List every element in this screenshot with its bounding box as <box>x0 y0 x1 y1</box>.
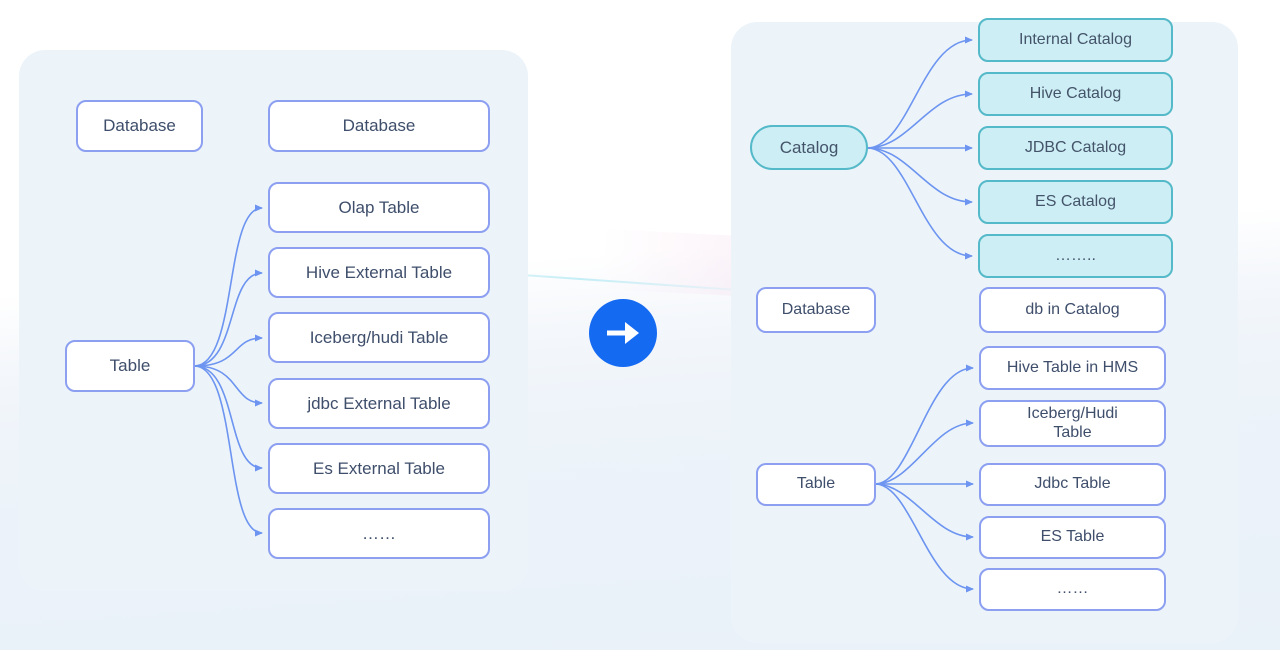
node-db-in-catalog: db in Catalog <box>979 287 1166 333</box>
node-hive-catalog: Hive Catalog <box>978 72 1173 116</box>
node-database-standalone-left: Database <box>76 100 203 152</box>
node-jdbc-catalog: JDBC Catalog <box>978 126 1173 170</box>
node-jdbc-external-table: jdbc External Table <box>268 378 490 429</box>
node-table-root-left: Table <box>65 340 195 392</box>
node-ellipsis-catalog: …….. <box>978 234 1173 278</box>
right-arrow-icon <box>607 322 639 344</box>
node-label: Iceberg/Hudi Table <box>1027 405 1118 441</box>
node-hive-external-table: Hive External Table <box>268 247 490 298</box>
node-ellipsis-left: …… <box>268 508 490 559</box>
node-catalog-root: Catalog <box>750 125 868 170</box>
node-jdbc-table: Jdbc Table <box>979 463 1166 506</box>
node-es-table: ES Table <box>979 516 1166 559</box>
node-internal-catalog: Internal Catalog <box>978 18 1173 62</box>
node-hive-table-in-hms: Hive Table in HMS <box>979 346 1166 390</box>
node-database-parent-left: Database <box>268 100 490 152</box>
node-es-external-table: Es External Table <box>268 443 490 494</box>
node-iceberg-hudi-table-left: Iceberg/hudi Table <box>268 312 490 363</box>
node-table-root-right: Table <box>756 463 876 506</box>
transform-arrow-badge <box>589 299 657 367</box>
node-iceberg-hudi-table-right: Iceberg/Hudi Table <box>979 400 1166 447</box>
node-ellipsis-right: …… <box>979 568 1166 611</box>
node-es-catalog: ES Catalog <box>978 180 1173 224</box>
node-olap-table: Olap Table <box>268 182 490 233</box>
node-database-standalone-right: Database <box>756 287 876 333</box>
